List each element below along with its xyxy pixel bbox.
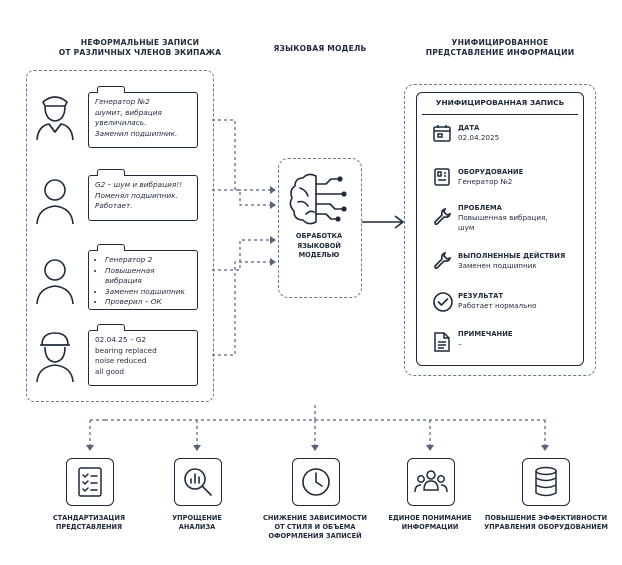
wrench-icon: [432, 207, 452, 231]
benefit-label-understanding: ЕДИНОЕ ПОНИМАНИЕ ИНФОРМАЦИИ: [370, 514, 490, 532]
benefit-label-line: ОФОРМЛЕНИЯ ЗАПИСЕЙ: [268, 532, 362, 541]
equipment-icon: [432, 167, 452, 191]
calendar-icon: [432, 123, 452, 147]
note-list-item: Генератор 2: [105, 255, 191, 266]
note-line: увеличилась.: [95, 118, 147, 128]
field-value: 02.04.2025: [458, 132, 500, 142]
database-icon: [522, 458, 570, 506]
note-line: 02.04.25 – G2: [95, 335, 147, 344]
benefit-label-style-independence: СНИЖЕНИЕ ЗАВИСИМОСТИ ОТ СТИЛЯ И ОБЪЕМА О…: [255, 514, 375, 542]
checklist-icon: [66, 458, 114, 506]
record-title: УНИФИЦИРОВАННАЯ ЗАПИСЬ: [435, 98, 565, 107]
note-line: bearing replaced: [95, 345, 157, 355]
benefit-label-line: ЕДИНОЕ ПОНИМАНИЕ: [388, 514, 472, 522]
field-label: ПРОБЛЕМА: [458, 204, 502, 212]
crew-note: Генератор №2 шумит, вибрация увеличилась…: [88, 86, 198, 148]
benefit-label-line: ИНФОРМАЦИИ: [401, 523, 459, 532]
crew-note: G2 – шум и вибрация!! Поменял подшипник.…: [88, 169, 198, 221]
note-line: G2 – шум и вибрация!!: [95, 180, 183, 189]
note-tab: [97, 86, 125, 93]
model-label: ОБРАБОТКА ЯЗЫКОВОЙ МОДЕЛЬЮ: [278, 232, 360, 261]
header-line: ОТ РАЗЛИЧНЫХ ЧЛЕНОВ ЭКИПАЖА: [58, 48, 222, 58]
model-label-line: ЯЗЫКОВОЙ МОДЕЛЬЮ: [297, 241, 341, 260]
field-label: РЕЗУЛЬТАТ: [458, 292, 504, 300]
benefit-label-line: УПРАВЛЕНИЯ ОБОРУДОВАНИЕМ: [484, 523, 608, 532]
clock-icon: [292, 458, 340, 506]
note-line: noise reduced: [95, 356, 147, 366]
header-unified: УНИФИЦИРОВАННОЕ ПРЕДСТАВЛЕНИЕ ИНФОРМАЦИИ: [400, 38, 600, 59]
benefit-label-line: ПРЕДСТАВЛЕНИЯ: [55, 523, 123, 532]
brain-circuit-icon: [286, 170, 352, 232]
field-value: шум: [458, 222, 475, 232]
note-line: шумит, вибрация: [95, 107, 162, 117]
field-value: –: [458, 338, 462, 348]
header-line: ПРЕДСТАВЛЕНИЕ ИНФОРМАЦИИ: [425, 48, 575, 58]
benefit-label-line: СТАНДАРТИЗАЦИЯ: [52, 514, 126, 522]
magnifier-chart-icon: [174, 458, 222, 506]
person-icon: [34, 172, 76, 230]
note-list: Генератор 2 Повышенная вибрация Заменен …: [95, 255, 191, 308]
header-line: НЕФОРМАЛЬНЫЕ ЗАПИСИ: [80, 38, 200, 47]
note-tab: [97, 324, 125, 331]
header-informal-notes: НЕФОРМАЛЬНЫЕ ЗАПИСИ ОТ РАЗЛИЧНЫХ ЧЛЕНОВ …: [30, 38, 250, 59]
field-label: ПРИМЕЧАНИЕ: [458, 330, 513, 338]
benefit-label-line: ОТ СТИЛЯ И ОБЪЕМА: [274, 523, 356, 532]
header-line: УНИФИЦИРОВАННОЕ: [451, 38, 549, 47]
note-line: Заменил подшипник.: [95, 128, 178, 138]
field-label: ОБОРУДОВАНИЕ: [458, 168, 524, 176]
header-line: ЯЗЫКОВАЯ МОДЕЛЬ: [273, 44, 367, 53]
record-field-date: ДАТА 02.04.2025: [458, 124, 608, 143]
benefit-label-efficiency: ПОВЫШЕНИЕ ЭФФЕКТИВНОСТИ УПРАВЛЕНИЯ ОБОРУ…: [480, 514, 612, 532]
check-circle-icon: [432, 291, 454, 317]
informal-notes-container: [26, 70, 214, 402]
record-field-result: РЕЗУЛЬТАТ Работает нормально: [458, 292, 608, 311]
document-icon: [432, 331, 452, 357]
benefit-label-standardization: СТАНДАРТИЗАЦИЯ ПРЕДСТАВЛЕНИЯ: [29, 514, 149, 532]
record-field-problem: ПРОБЛЕМА Повышенная вибрация, шум: [458, 204, 608, 232]
hardhat-worker-icon: [34, 328, 76, 388]
benefit-label-line: УПРОЩЕНИЕ: [172, 514, 222, 522]
field-value: Работает нормально: [458, 300, 537, 310]
note-tab: [97, 244, 125, 251]
wrench-icon: [432, 251, 452, 275]
record-field-note: ПРИМЕЧАНИЕ –: [458, 330, 608, 349]
model-label-line: ОБРАБОТКА: [295, 232, 343, 240]
note-line: Работает.: [95, 201, 133, 211]
record-field-actions: ВЫПОЛНЕННЫЕ ДЕЙСТВИЯ Заменен подшипник: [458, 252, 608, 271]
people-icon: [407, 458, 455, 506]
benefit-label-analysis: УПРОЩЕНИЕ АНАЛИЗА: [137, 514, 257, 532]
benefit-label-line: ПОВЫШЕНИЕ ЭФФЕКТИВНОСТИ: [484, 514, 608, 522]
note-line: Поменял подшипник.: [95, 190, 178, 200]
note-tab: [97, 169, 125, 176]
unified-record-card: [416, 92, 584, 366]
record-title-divider: [422, 114, 578, 115]
field-value: Генератор №2: [458, 176, 513, 186]
field-value: Заменен подшипник: [458, 260, 537, 270]
sailor-icon: [34, 88, 76, 146]
benefit-label-line: АНАЛИЗА: [178, 523, 216, 532]
note-list-item: Повышенная вибрация: [105, 266, 191, 287]
field-label: ВЫПОЛНЕННЫЕ ДЕЙСТВИЯ: [458, 252, 566, 260]
crew-note: Генератор 2 Повышенная вибрация Заменен …: [88, 244, 198, 310]
note-list-item: Заменен подшипник: [105, 287, 191, 298]
field-value: Повышенная вибрация,: [458, 212, 548, 222]
note-list-item: Проверил – ОК: [105, 297, 191, 308]
crew-note: 02.04.25 – G2 bearing replaced noise red…: [88, 324, 198, 386]
unified-container: [404, 84, 596, 376]
field-label: ДАТА: [458, 124, 480, 132]
language-model-box: [278, 158, 362, 298]
note-line: all good: [95, 366, 125, 376]
person-icon: [34, 252, 76, 310]
record-field-equipment: ОБОРУДОВАНИЕ Генератор №2: [458, 168, 608, 187]
benefit-label-line: СНИЖЕНИЕ ЗАВИСИМОСТИ: [263, 514, 367, 522]
note-line: Генератор №2: [95, 97, 150, 106]
header-language-model: ЯЗЫКОВАЯ МОДЕЛЬ: [250, 44, 390, 54]
